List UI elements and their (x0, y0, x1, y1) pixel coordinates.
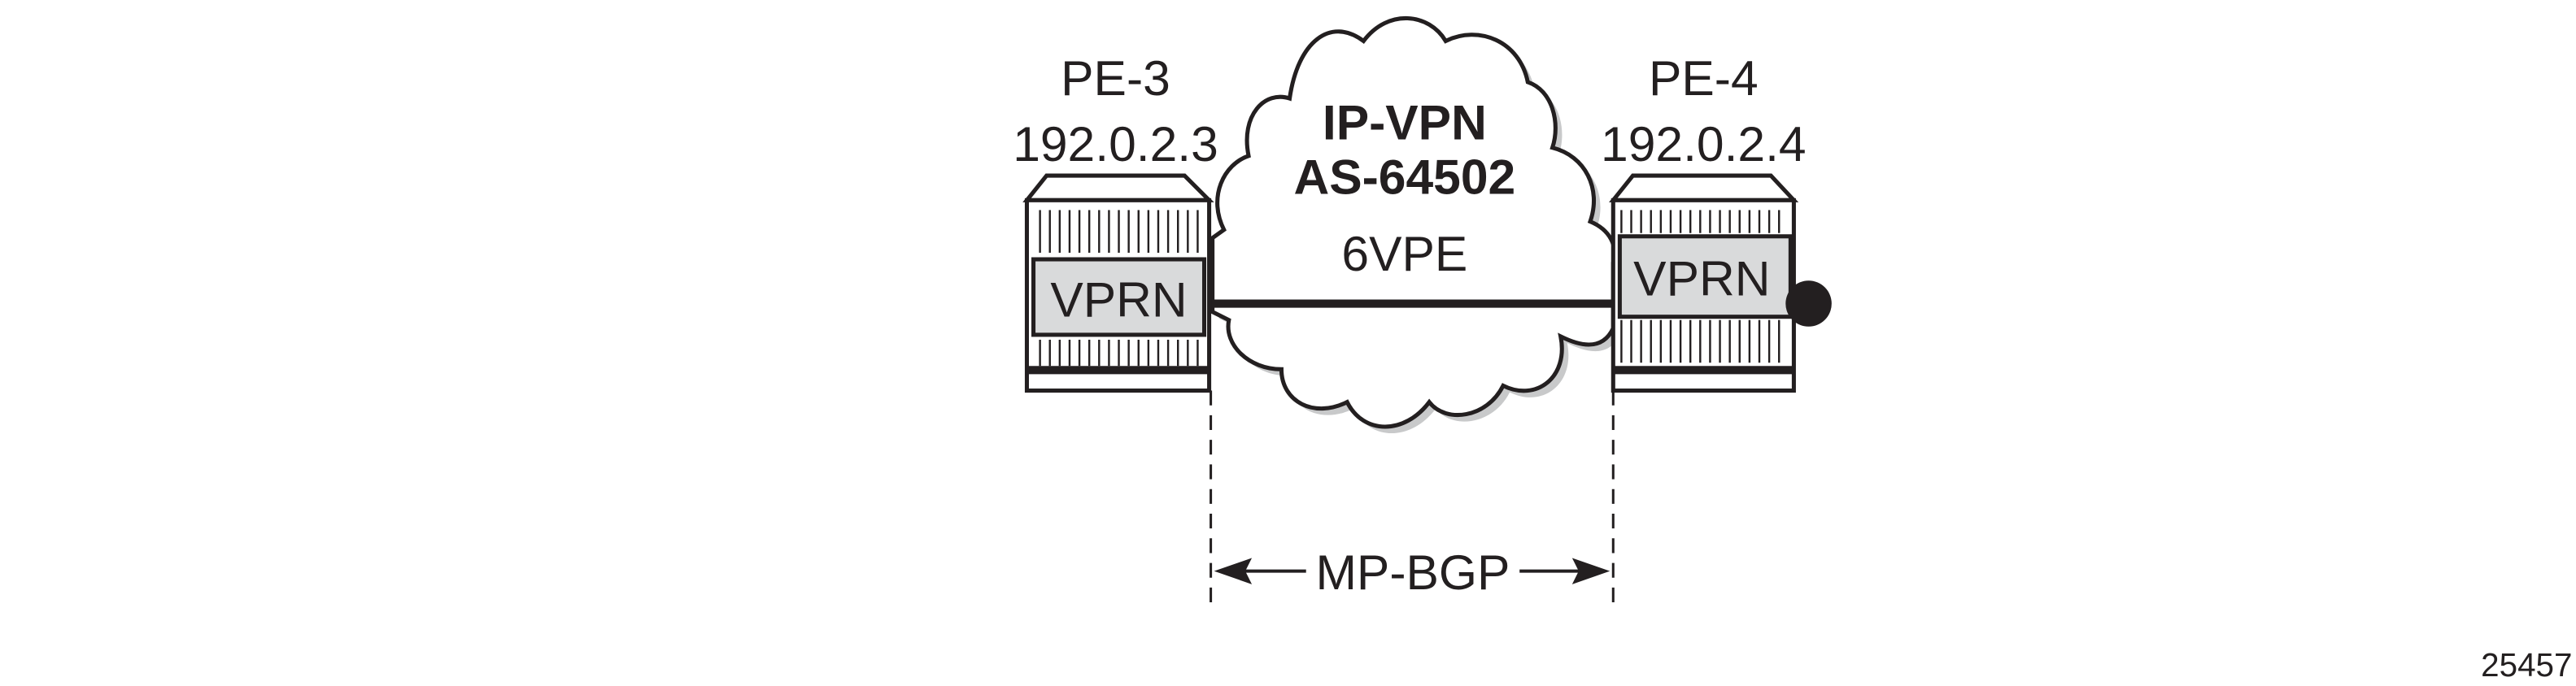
pe3-ip: 192.0.2.3 (1013, 116, 1218, 172)
pe4-ip: 192.0.2.4 (1601, 116, 1807, 172)
pe3-name: PE-3 (1061, 50, 1170, 106)
cloud-label-line1: IP-VPN (1323, 95, 1487, 150)
pe4-router (1609, 173, 1799, 393)
pe4-service-label: VPRN (1633, 250, 1770, 306)
link-label: 6VPE (1341, 226, 1467, 281)
pe3-service-label: VPRN (1050, 272, 1187, 328)
pe4-name: PE-4 (1649, 50, 1759, 106)
interface-endpoint-dot (1785, 280, 1832, 327)
protocol-label: MP-BGP (1315, 545, 1510, 600)
figure-id: 25457 (2481, 646, 2572, 684)
pe3-router (1022, 173, 1214, 393)
cloud-label-line2: AS-64502 (1293, 149, 1515, 204)
mp-bgp-arrow (1214, 558, 1611, 584)
ip-vpn-cloud (1210, 15, 1622, 434)
